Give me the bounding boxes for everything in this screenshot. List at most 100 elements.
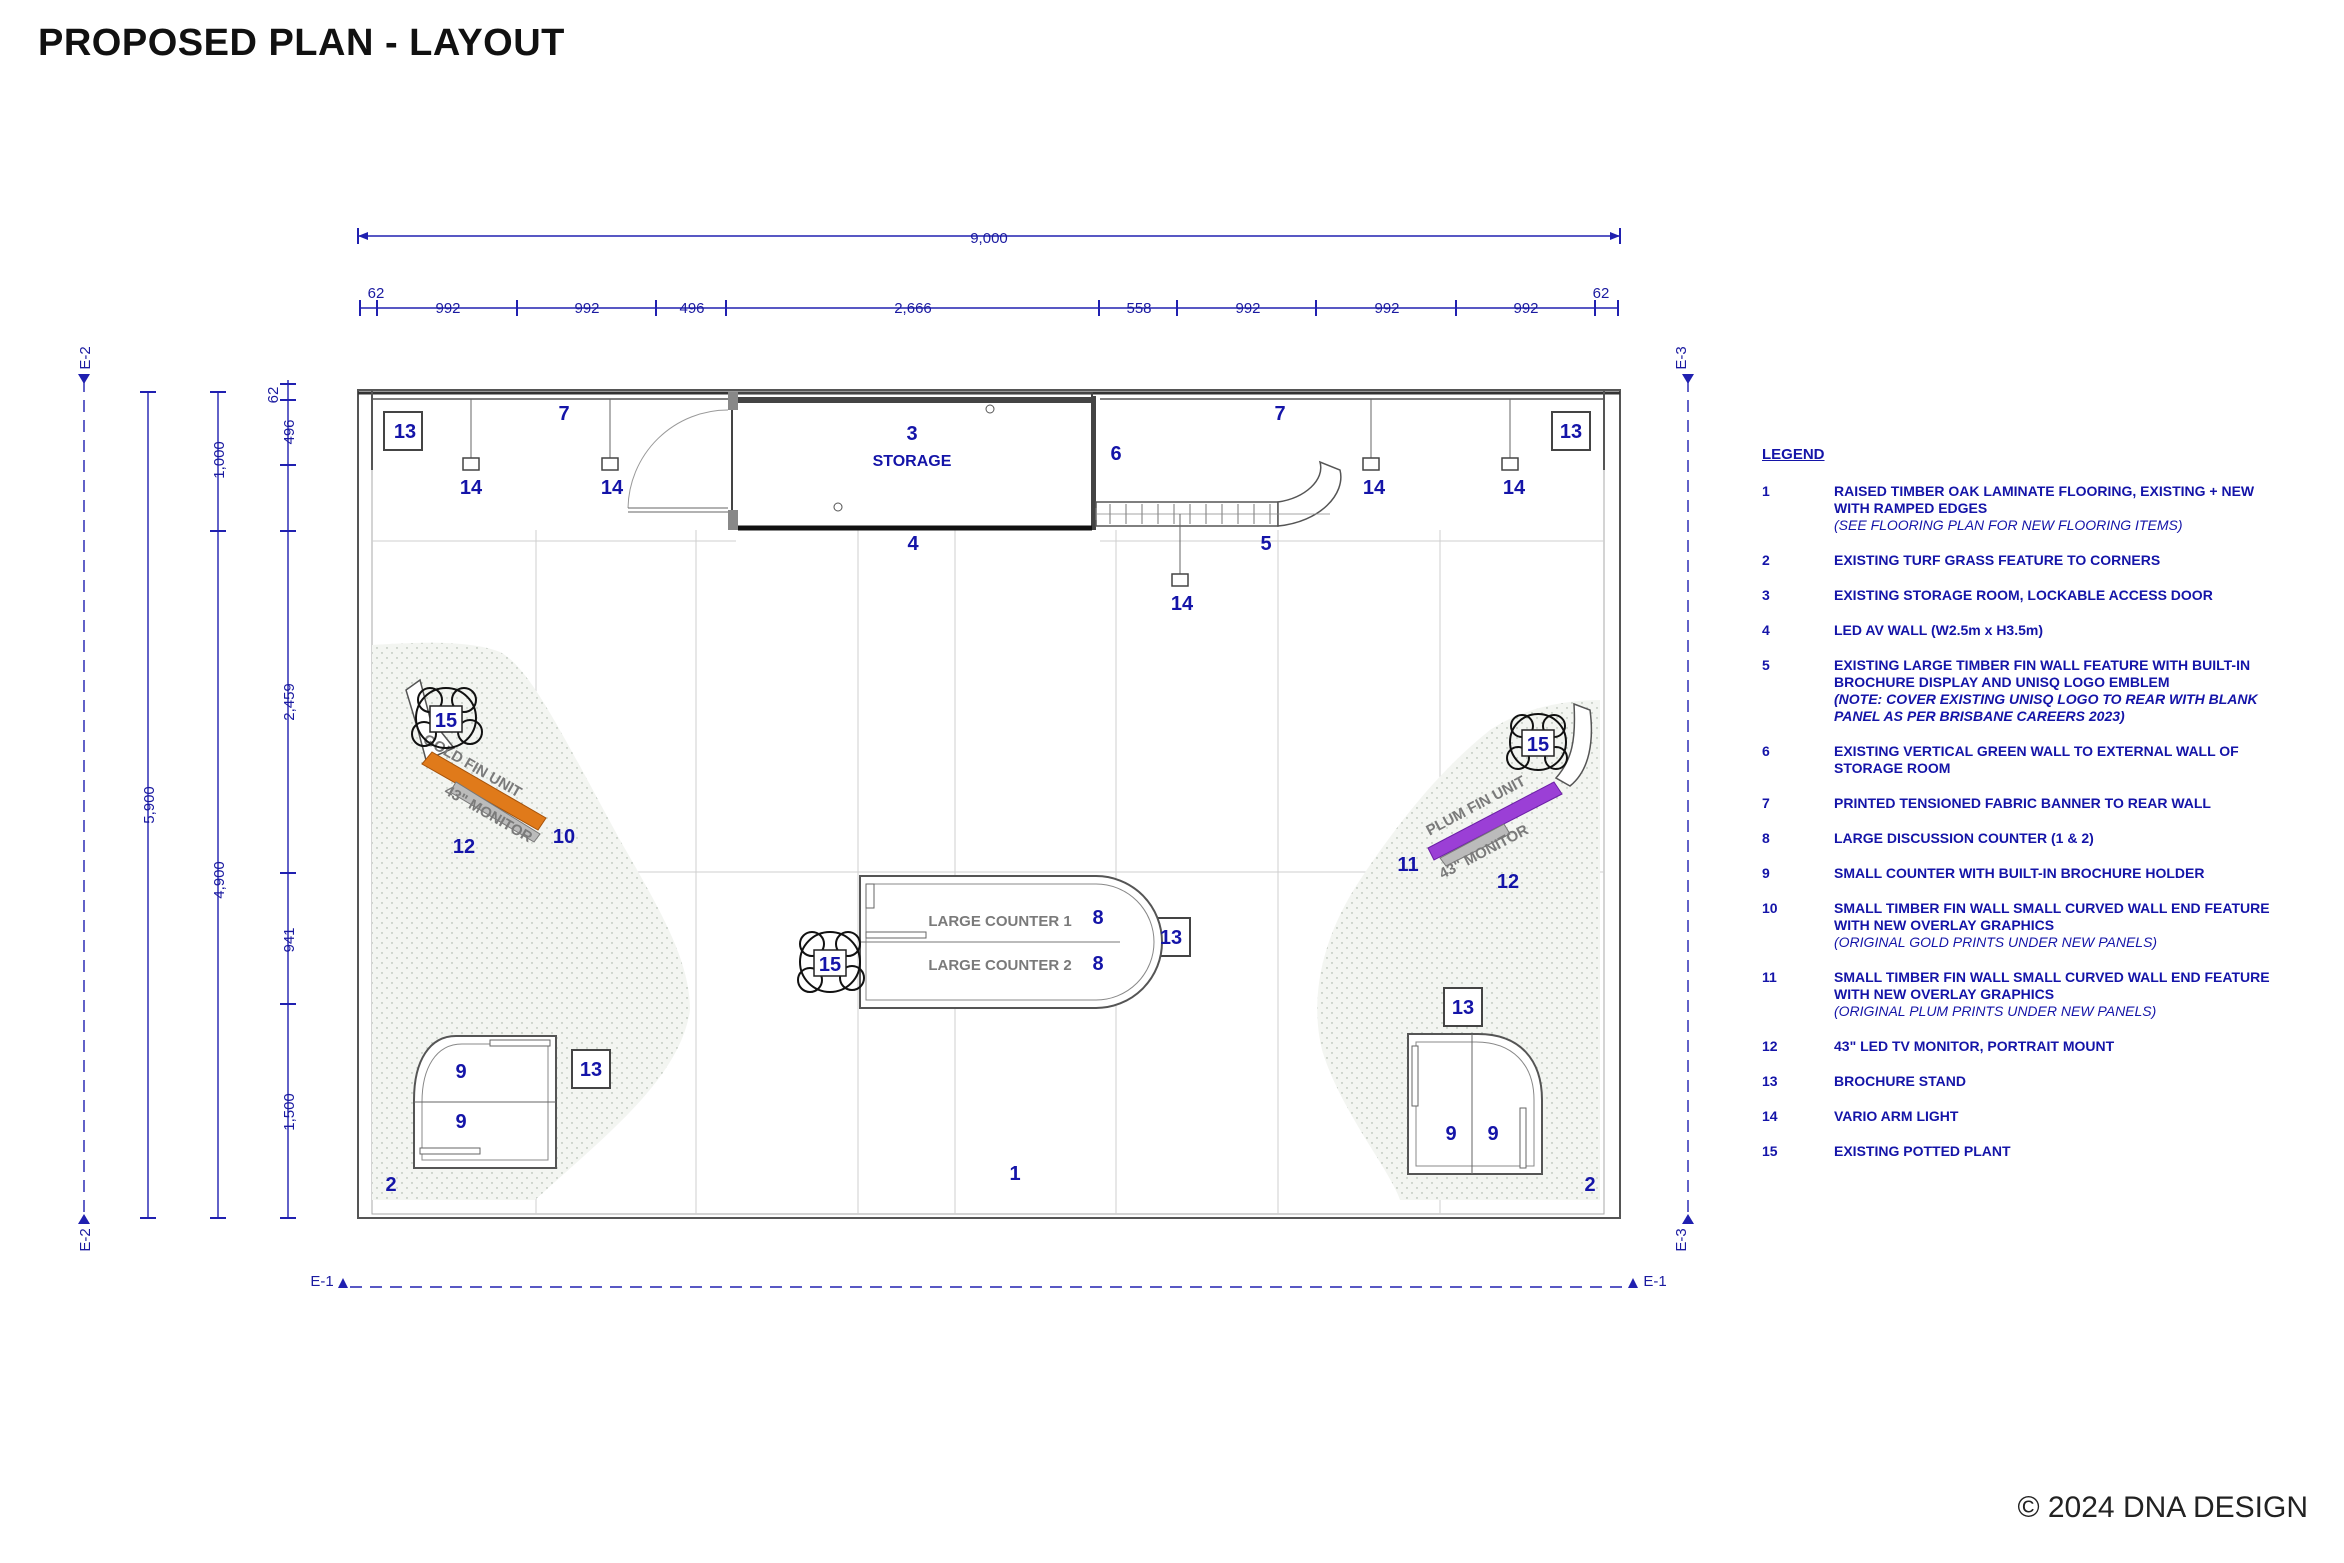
legend-item: 9 SMALL COUNTER WITH BUILT-IN BROCHURE H… <box>1762 865 2205 881</box>
dim-top-0: 62 <box>368 285 385 302</box>
dim-top-4: 2,666 <box>894 300 932 317</box>
vario-light-icon <box>1362 399 1380 471</box>
small-counter-left <box>413 1035 557 1169</box>
elev-e3-top: E-3 <box>1673 346 1690 369</box>
tag-4: 4 <box>907 533 919 555</box>
dim-top-9: 62 <box>1593 285 1610 302</box>
vario-arm-light-icons <box>462 399 1519 587</box>
tag-13-b: 13 <box>1560 421 1582 443</box>
legend-item: 1 RAISED TIMBER OAK LAMINATE FLOORING, E… <box>1762 483 2255 533</box>
dim-left-4: 1,500 <box>281 1093 298 1131</box>
plant-icon-center <box>797 931 865 993</box>
top-dimensions: 9,000 62 992 992 496 2,666 558 992 992 9… <box>357 228 1621 317</box>
tag-15-left: 15 <box>435 710 457 732</box>
tag-7-right: 7 <box>1274 403 1285 425</box>
dim-left-overall: 5,900 <box>141 786 158 824</box>
legend-item: 11 SMALL TIMBER FIN WALL SMALL CURVED WA… <box>1762 969 2270 1019</box>
dim-top-8: 992 <box>1513 300 1538 317</box>
tag-9-c: 9 <box>1445 1123 1456 1145</box>
small-counter-right <box>1407 1033 1543 1175</box>
legend-item: 15 EXISTING POTTED PLANT <box>1762 1143 2011 1159</box>
legend-item: 5 EXISTING LARGE TIMBER FIN WALL FEATURE… <box>1762 657 2258 724</box>
tag-13-c: 13 <box>1160 927 1182 949</box>
dim-left-1: 496 <box>281 419 298 444</box>
storage-room <box>627 392 1096 531</box>
legend: LEGEND 1 RAISED TIMBER OAK LAMINATE FLOO… <box>1762 446 2282 1178</box>
tag-9-a: 9 <box>455 1061 466 1083</box>
tag-14-e: 14 <box>1171 593 1194 615</box>
vario-light-icon <box>1171 514 1189 587</box>
tag-5: 5 <box>1260 533 1271 555</box>
dim-top-5: 558 <box>1126 300 1151 317</box>
legend-item: 4 LED AV WALL (W2.5m x H3.5m) <box>1762 622 2043 638</box>
tag-7-left: 7 <box>558 403 569 425</box>
tag-14-b: 14 <box>601 477 624 499</box>
legend-heading: LEGEND <box>1762 446 1825 463</box>
dim-top-3: 496 <box>679 300 704 317</box>
legend-item: 6 EXISTING VERTICAL GREEN WALL TO EXTERN… <box>1762 743 2239 776</box>
dim-left-0: 62 <box>265 387 282 404</box>
large-counter-2-label: LARGE COUNTER 2 <box>928 957 1071 974</box>
tag-13-d: 13 <box>580 1059 602 1081</box>
tag-1: 1 <box>1009 1163 1020 1185</box>
dim-left-3: 941 <box>281 927 298 952</box>
tag-11: 11 <box>1397 854 1418 876</box>
plant-icon-right <box>1506 713 1568 771</box>
dim-top-7: 992 <box>1374 300 1399 317</box>
tag-8-b: 8 <box>1092 953 1103 975</box>
dim-overall-width: 9,000 <box>970 230 1008 247</box>
vario-light-icon <box>462 399 480 471</box>
tag-14-d: 14 <box>1503 477 1526 499</box>
tag-10: 10 <box>553 826 575 848</box>
tag-15-center: 15 <box>819 954 841 976</box>
potted-plant-icons <box>411 687 1568 993</box>
vario-light-icon <box>601 399 619 471</box>
tag-6: 6 <box>1110 443 1121 465</box>
item-tags: 1 2 2 3 4 5 6 7 7 8 8 9 9 9 9 10 11 12 1… <box>385 403 1595 1196</box>
brochure-stand-icons <box>383 411 1591 1089</box>
storage-label: STORAGE <box>873 453 952 470</box>
tag-15-right: 15 <box>1527 734 1549 756</box>
legend-item: 8 LARGE DISCUSSION COUNTER (1 & 2) <box>1762 830 2094 846</box>
large-counter <box>859 875 1163 1009</box>
dim-left-a: 1,000 <box>211 441 228 479</box>
vario-light-icon <box>1501 399 1519 471</box>
tag-9-b: 9 <box>455 1111 466 1133</box>
dim-top-6: 992 <box>1235 300 1260 317</box>
elev-e1-left: E-1 <box>310 1273 333 1290</box>
tag-14-a: 14 <box>460 477 483 499</box>
tag-8-a: 8 <box>1092 907 1103 929</box>
legend-item: 13 BROCHURE STAND <box>1762 1073 1966 1089</box>
legend-item: 3 EXISTING STORAGE ROOM, LOCKABLE ACCESS… <box>1762 587 2213 603</box>
tag-13-e: 13 <box>1452 997 1474 1019</box>
legend-item: 12 43" LED TV MONITOR, PORTRAIT MOUNT <box>1762 1038 2115 1054</box>
tag-3: 3 <box>906 423 917 445</box>
dim-top-2: 992 <box>574 300 599 317</box>
legend-item: 14 VARIO ARM LIGHT <box>1762 1108 1959 1124</box>
elev-e2-top: E-2 <box>77 346 94 369</box>
tag-9-d: 9 <box>1487 1123 1498 1145</box>
page-title: PROPOSED PLAN - LAYOUT <box>38 22 565 64</box>
elevation-markers: E-2 E-2 E-3 E-3 E-1 E-1 <box>77 346 1694 1290</box>
timber-fin-wall <box>1095 460 1342 527</box>
large-counter-1-label: LARGE COUNTER 1 <box>928 913 1071 930</box>
left-dimensions: 5,900 1,000 4,900 62 496 2,459 941 1,500 <box>140 380 298 1219</box>
dim-left-2: 2,459 <box>281 683 298 721</box>
dim-top-1: 992 <box>435 300 460 317</box>
tag-14-c: 14 <box>1363 477 1386 499</box>
plant-icon-left <box>411 687 483 749</box>
legend-item: 2 EXISTING TURF GRASS FEATURE TO CORNERS <box>1762 552 2161 568</box>
tag-13-a: 13 <box>394 421 416 443</box>
elev-e2-bottom: E-2 <box>77 1228 94 1251</box>
tag-2-left: 2 <box>385 1174 396 1196</box>
dim-left-b: 4,900 <box>211 861 228 899</box>
legend-item: 10 SMALL TIMBER FIN WALL SMALL CURVED WA… <box>1762 900 2270 950</box>
tag-12-right: 12 <box>1497 871 1519 893</box>
elev-e3-bottom: E-3 <box>1673 1228 1690 1251</box>
elev-e1-right: E-1 <box>1643 1273 1666 1290</box>
legend-item: 7 PRINTED TENSIONED FABRIC BANNER TO REA… <box>1762 795 2211 811</box>
tag-2-right: 2 <box>1584 1174 1595 1196</box>
tag-12-left: 12 <box>453 836 475 858</box>
copyright: © 2024 DNA DESIGN <box>2017 1491 2308 1524</box>
